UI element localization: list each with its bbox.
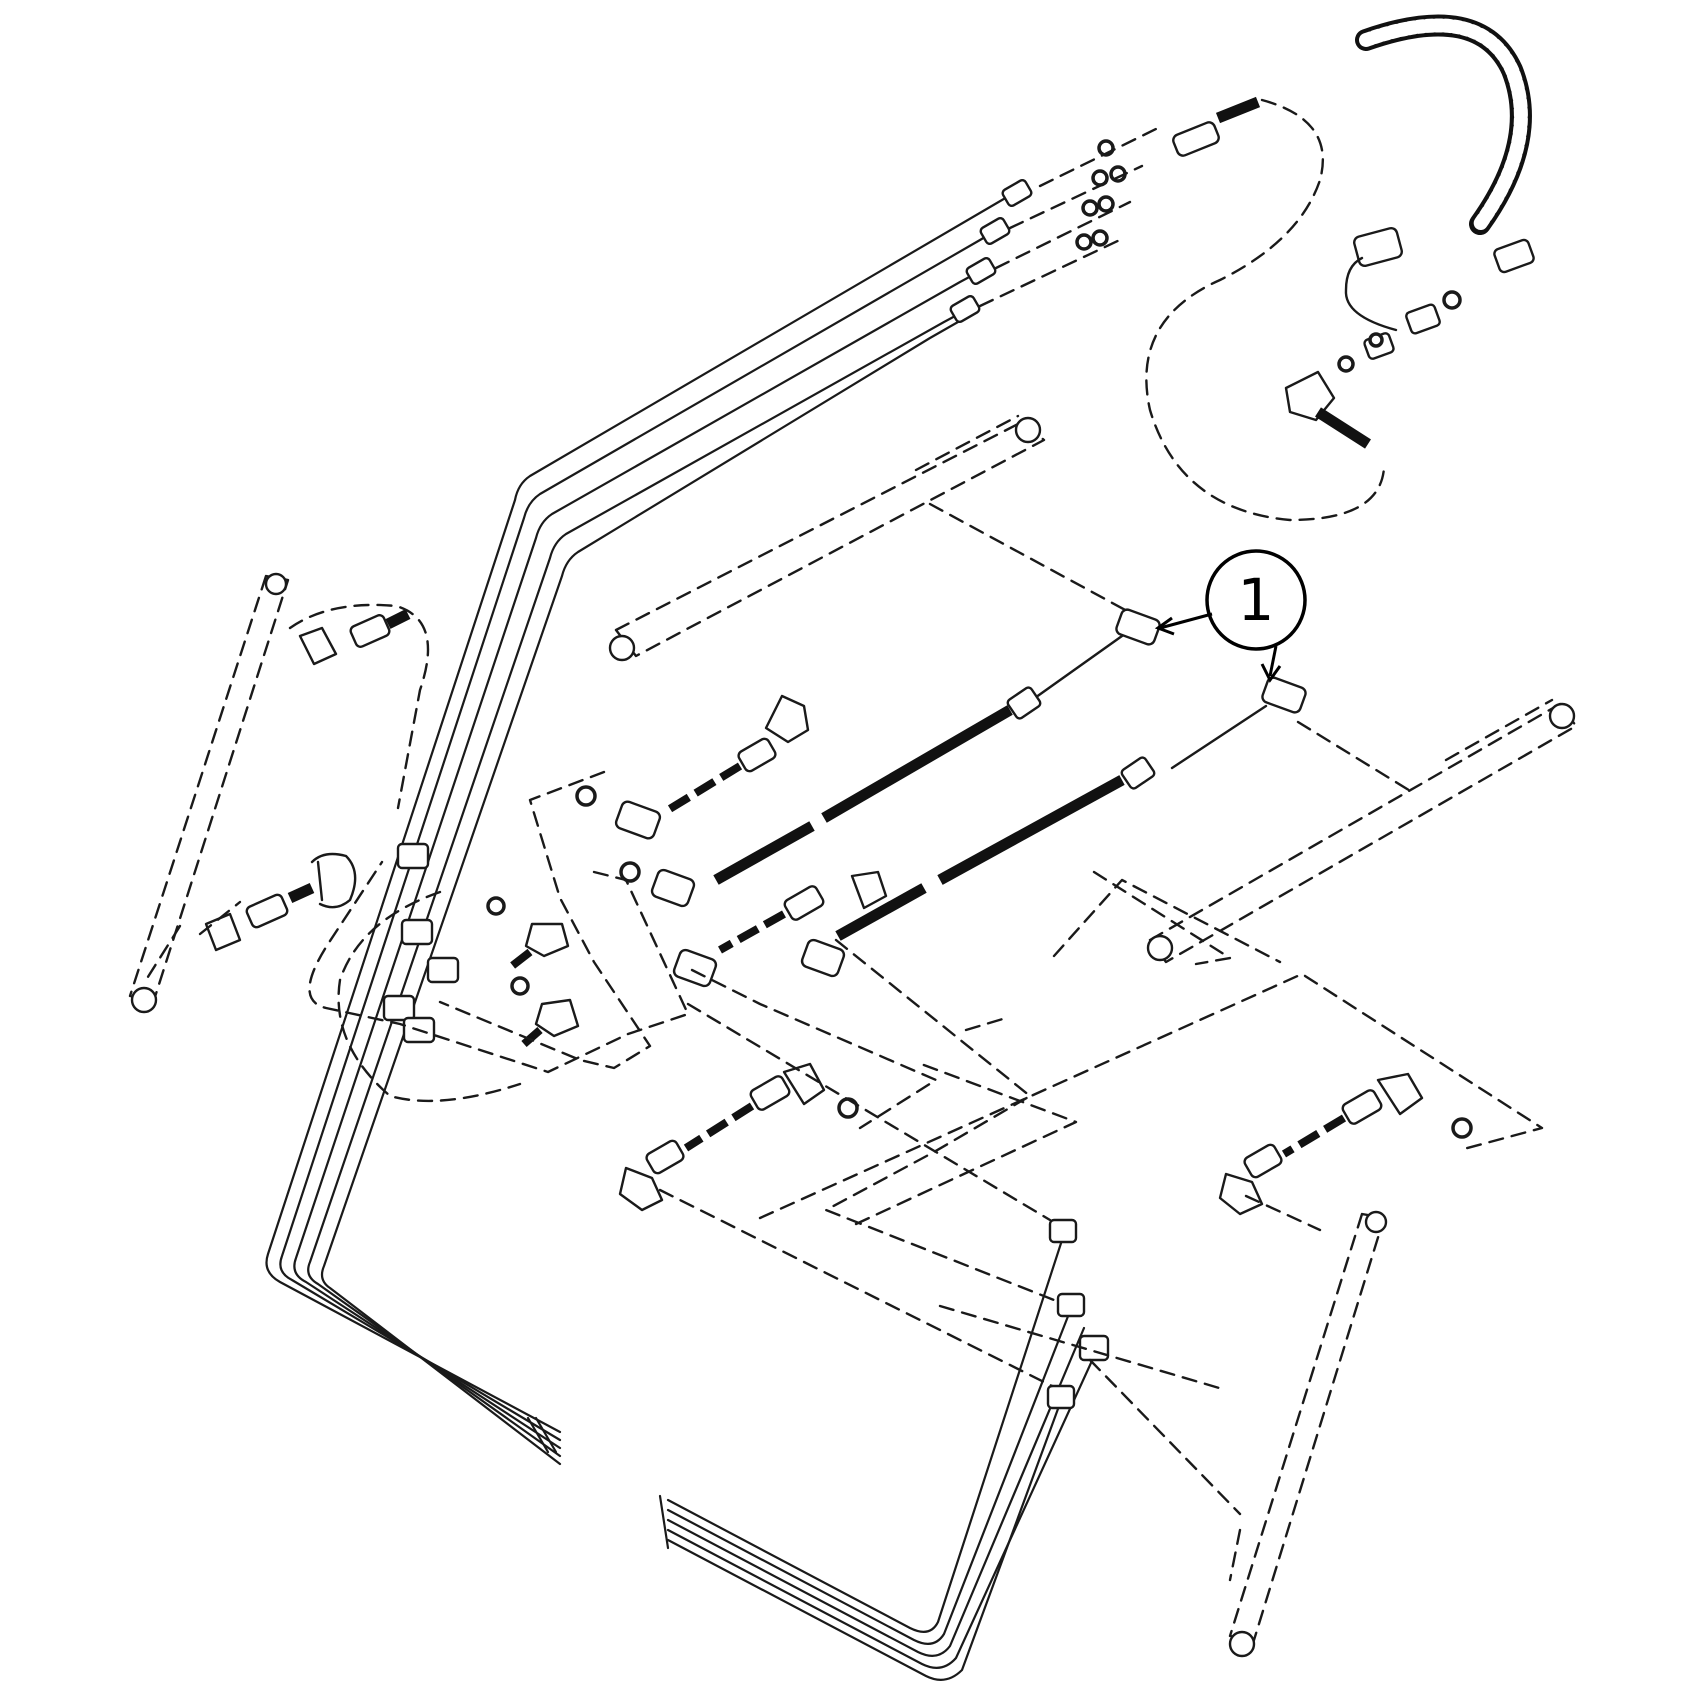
braided-hose <box>1355 14 1532 235</box>
pipe-end-fittings-top <box>949 178 1033 324</box>
hose-lower-set <box>618 1062 1473 1216</box>
callout-arrowhead-lower <box>1260 663 1282 683</box>
cylinder-left <box>128 572 290 1014</box>
callout-leader-upper <box>1159 612 1213 630</box>
hose-assembly-upper <box>619 608 1161 908</box>
cylinder-upper-center <box>608 414 1142 662</box>
top-fittings-cluster <box>978 96 1535 449</box>
cylinder-right-lower <box>1228 1210 1388 1658</box>
manifold-fittings <box>382 842 580 1048</box>
rigid-pipe-bundle-left <box>265 186 1024 1466</box>
hose-left-set <box>204 609 411 952</box>
callout-label: 1 <box>1238 566 1275 634</box>
hose-assembly-lower <box>800 676 1307 978</box>
callout-leader-lower <box>1268 645 1278 677</box>
connection-dashes <box>198 603 1544 1516</box>
callout-circle <box>1205 549 1307 651</box>
callout-arrowhead-upper <box>1154 616 1175 636</box>
connection-dash-top-loop <box>1145 98 1386 522</box>
hose-short-set <box>575 694 888 988</box>
callout-1: 1 <box>1154 549 1307 683</box>
cylinder-right <box>1146 698 1578 964</box>
rigid-pipe-bundle-right <box>658 1218 1110 1681</box>
